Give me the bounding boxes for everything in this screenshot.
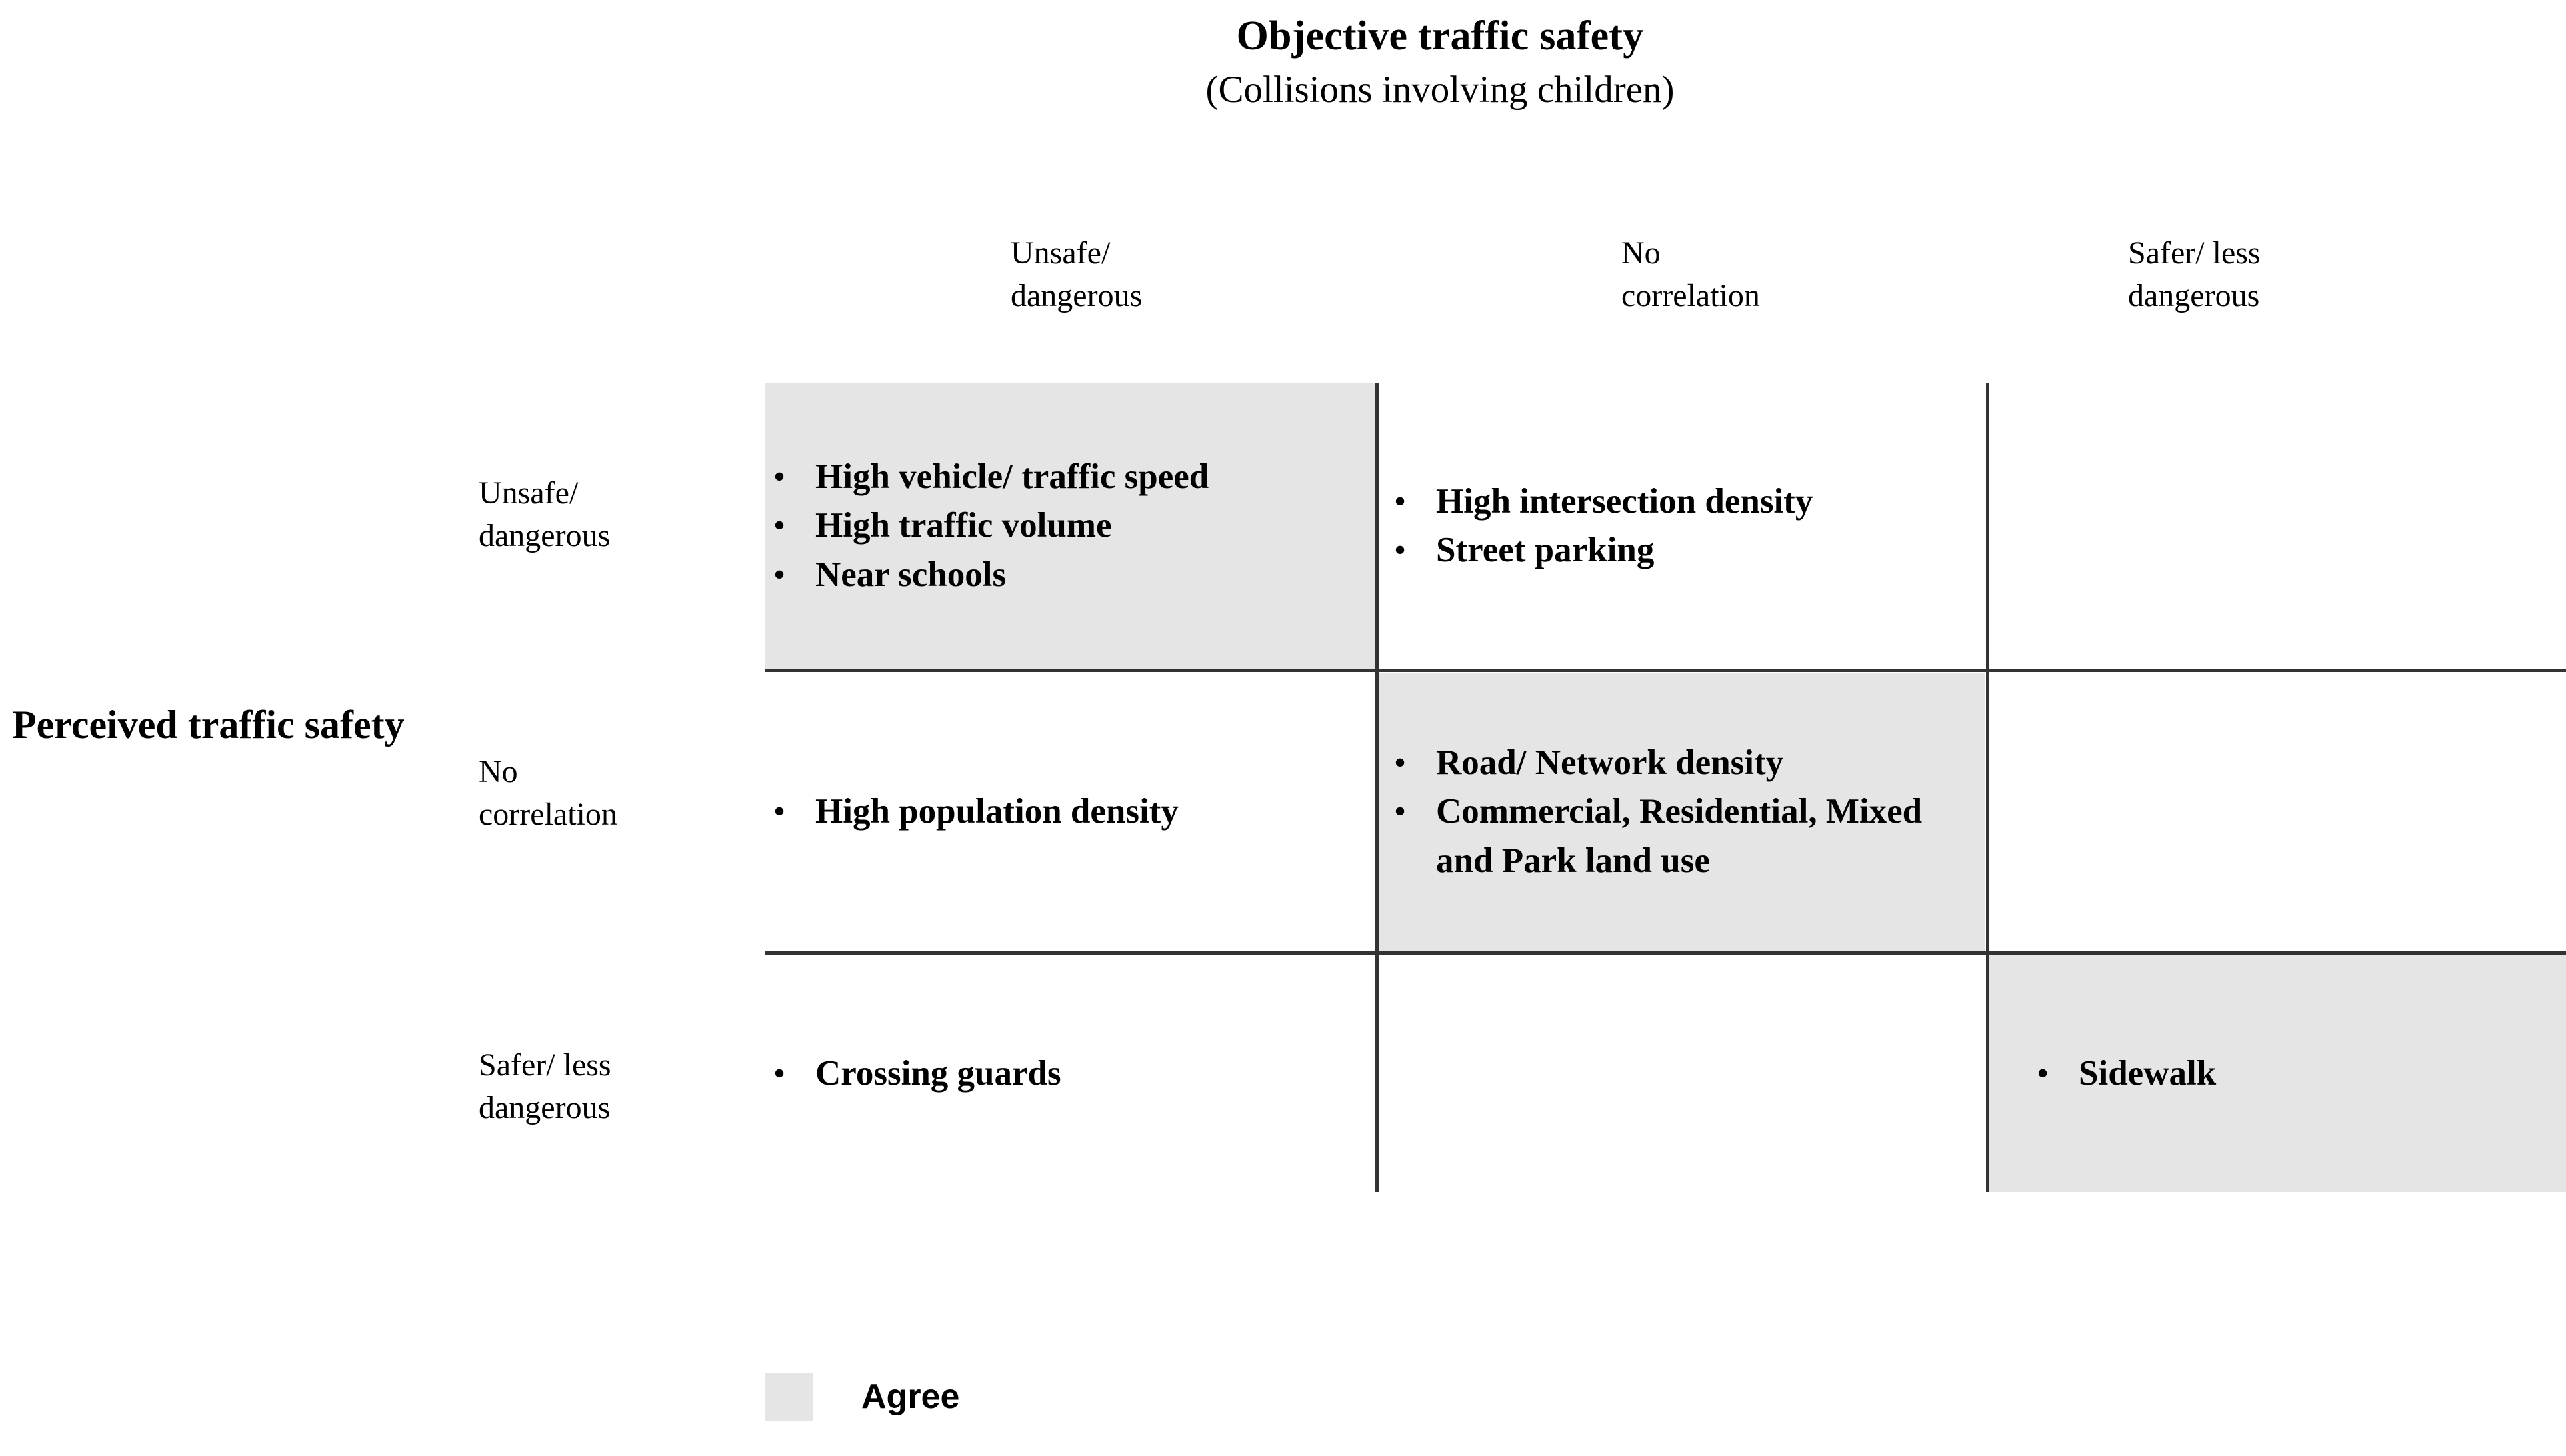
bullet-icon: • bbox=[1395, 745, 1406, 780]
matrix-cell-row1-col1: • Road/ Network density • Commercial, Re… bbox=[1379, 673, 1986, 951]
bullet-icon: • bbox=[774, 508, 785, 543]
legend-swatch-agree bbox=[765, 1373, 813, 1421]
list-item: • Near schools bbox=[774, 551, 1370, 599]
bullet-icon: • bbox=[774, 1055, 785, 1090]
column-header-no-correlation: No correlation bbox=[1621, 235, 1760, 313]
bullet-icon: • bbox=[2037, 1055, 2049, 1090]
list-item: • Road/ Network density bbox=[1395, 739, 1981, 787]
list-item: • Crossing guards bbox=[774, 1049, 1370, 1098]
matrix-cell-row2-col0: • Crossing guards bbox=[765, 955, 1375, 1192]
bullet-icon: • bbox=[1395, 483, 1406, 518]
bullet-icon: • bbox=[1395, 533, 1406, 567]
matrix-horizontal-rule-1 bbox=[765, 669, 2566, 672]
page-title: Objective traffic safety bbox=[1236, 13, 1644, 59]
list-item-label: Near schools bbox=[815, 555, 1007, 594]
matrix-vertical-rule-2 bbox=[1986, 383, 1989, 1192]
list-item: • Street parking bbox=[1395, 526, 1981, 575]
list-item-label: High traffic volume bbox=[815, 506, 1112, 545]
list-item: • High population density bbox=[774, 787, 1370, 836]
bullet-icon: • bbox=[774, 557, 785, 591]
legend-label-agree: Agree bbox=[861, 1377, 960, 1416]
bullet-icon: • bbox=[774, 459, 785, 494]
column-header-unsafe-dangerous: Unsafe/ dangerous bbox=[1011, 235, 1143, 313]
list-item: • Commercial, Residential, Mixed and Par… bbox=[1395, 787, 1981, 885]
list-item-label: High population density bbox=[815, 792, 1179, 831]
comparison-matrix: • High vehicle/ traffic speed • High tra… bbox=[765, 383, 2566, 1210]
row-header-safer-less-dangerous: Safer/ less dangerous bbox=[479, 1047, 611, 1125]
matrix-cell-row1-col0: • High population density bbox=[765, 673, 1375, 951]
agree-shade-row1-col1 bbox=[1379, 673, 1985, 951]
matrix-vertical-rule-1 bbox=[1375, 383, 1379, 1192]
matrix-cell-row0-col1: • High intersection density • Street par… bbox=[1379, 383, 1986, 669]
list-item: • High intersection density bbox=[1395, 477, 1981, 526]
bullet-icon: • bbox=[1395, 794, 1406, 829]
matrix-cell-row0-col0: • High vehicle/ traffic speed • High tra… bbox=[765, 383, 1375, 669]
list-item-label: High intersection density bbox=[1436, 481, 1813, 521]
matrix-header: Objective traffic safety (Collisions inv… bbox=[773, 12, 2107, 112]
row-axis-title: Perceived traffic safety bbox=[12, 703, 405, 747]
list-item-label: Street parking bbox=[1436, 531, 1655, 569]
matrix-horizontal-rule-2 bbox=[765, 951, 2566, 955]
agree-shade-row2-col2 bbox=[1989, 955, 2566, 1192]
bullet-icon: • bbox=[774, 794, 785, 829]
matrix-cell-row2-col1 bbox=[1379, 955, 1986, 1192]
list-item: • Sidewalk bbox=[2037, 1049, 2561, 1098]
matrix-cell-row1-col2 bbox=[1989, 673, 2566, 951]
list-item-label: High vehicle/ traffic speed bbox=[815, 457, 1209, 497]
list-item-label: Crossing guards bbox=[815, 1053, 1061, 1093]
list-item-label: Road/ Network density bbox=[1436, 743, 1784, 783]
list-item-label: Sidewalk bbox=[2079, 1053, 2217, 1093]
agree-shade-row0-col0 bbox=[765, 383, 1375, 669]
list-item: • High traffic volume bbox=[774, 501, 1370, 550]
page-subtitle: (Collisions involving children) bbox=[1205, 69, 1675, 111]
matrix-cell-row2-col2: • Sidewalk bbox=[1989, 955, 2566, 1192]
row-header-no-correlation: No correlation bbox=[479, 754, 617, 832]
list-item-label: Commercial, Residential, Mixed and Park … bbox=[1436, 792, 1923, 880]
column-header-safer-less-dangerous: Safer/ less dangerous bbox=[2128, 235, 2261, 313]
matrix-cell-row0-col2 bbox=[1989, 383, 2566, 669]
row-header-unsafe-dangerous: Unsafe/ dangerous bbox=[479, 475, 611, 553]
legend: Agree bbox=[765, 1373, 959, 1421]
list-item: • High vehicle/ traffic speed bbox=[774, 453, 1370, 501]
